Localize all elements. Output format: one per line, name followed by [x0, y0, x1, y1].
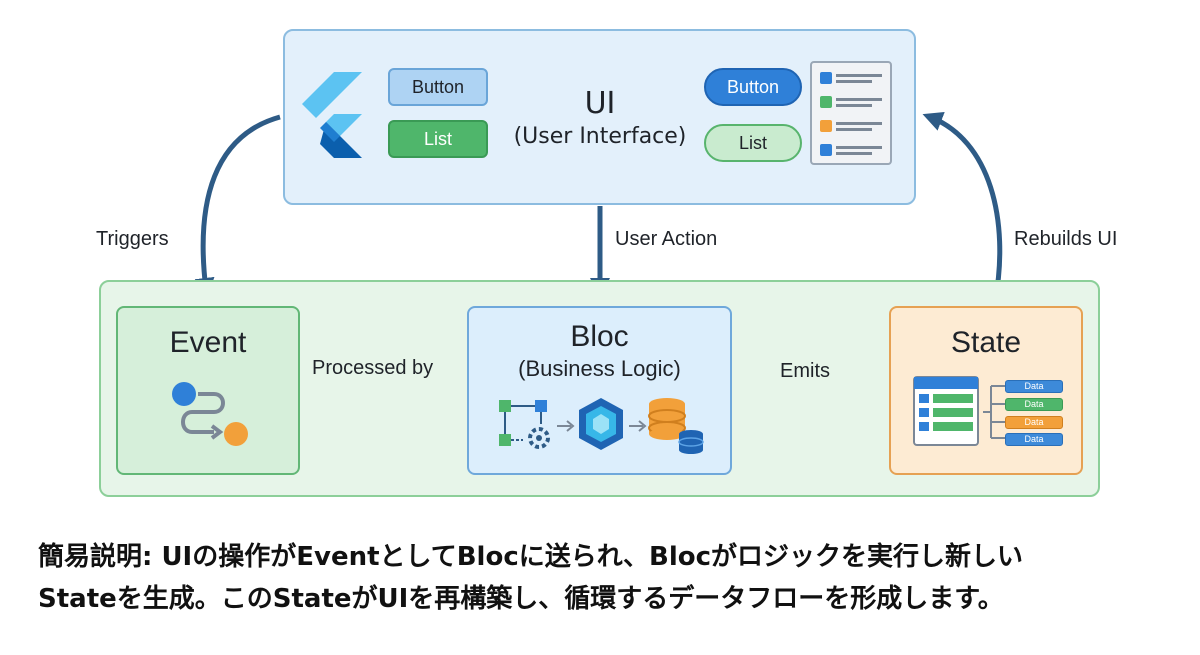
event-flow-icon [172, 382, 248, 446]
ui-subtitle: (User Interface) [513, 124, 687, 149]
state-data-tag: Data [1005, 398, 1063, 411]
label-user-action: User Action [615, 228, 718, 250]
ui-list-card-icon [810, 61, 892, 165]
bloc-subtitle: (Business Logic) [518, 356, 681, 381]
state-data-tag: Data [1005, 416, 1063, 429]
arrow-rebuilds-ui [922, 111, 1003, 303]
state-data-tag: Data [1005, 380, 1063, 393]
cube-icon [579, 398, 623, 450]
bloc-title: Bloc [570, 320, 629, 353]
caption-line-1: 簡易説明: UIの操作がEventとしてBlocに送られ、Blocがロジックを実… [38, 542, 1024, 572]
state-node: State Data Data Data Data [889, 306, 1083, 475]
event-title: Event [169, 326, 247, 359]
label-processed-by: Processed by [312, 357, 434, 379]
ui-list-flat: List [388, 120, 488, 158]
flutter-logo-icon [302, 72, 362, 158]
label-rebuilds-ui: Rebuilds UI [1014, 228, 1118, 250]
state-table-icon [913, 376, 979, 446]
ui-button-rounded: Button [704, 68, 802, 106]
bloc-icons [499, 398, 704, 454]
label-triggers: Triggers [96, 228, 169, 250]
state-title: State [950, 326, 1022, 359]
database-icon [648, 398, 704, 454]
arrow-triggers [194, 114, 281, 298]
caption-line-2: Stateを生成。このStateがUIを再構築し、循環するデータフローを形成しま… [38, 584, 1004, 614]
bloc-node: Bloc (Business Logic) [467, 306, 732, 475]
ui-list-rounded: List [704, 124, 802, 162]
label-emits: Emits [780, 360, 830, 382]
caption: 簡易説明: UIの操作がEventとしてBlocに送られ、Blocがロジックを実… [38, 536, 1168, 620]
ui-title: UI [584, 86, 616, 121]
state-data-tag: Data [1005, 433, 1063, 446]
flowchart-gear-icon [499, 400, 550, 449]
state-branch-icon [983, 385, 1005, 439]
ui-button-flat: Button [388, 68, 488, 106]
event-node: Event [116, 306, 300, 475]
